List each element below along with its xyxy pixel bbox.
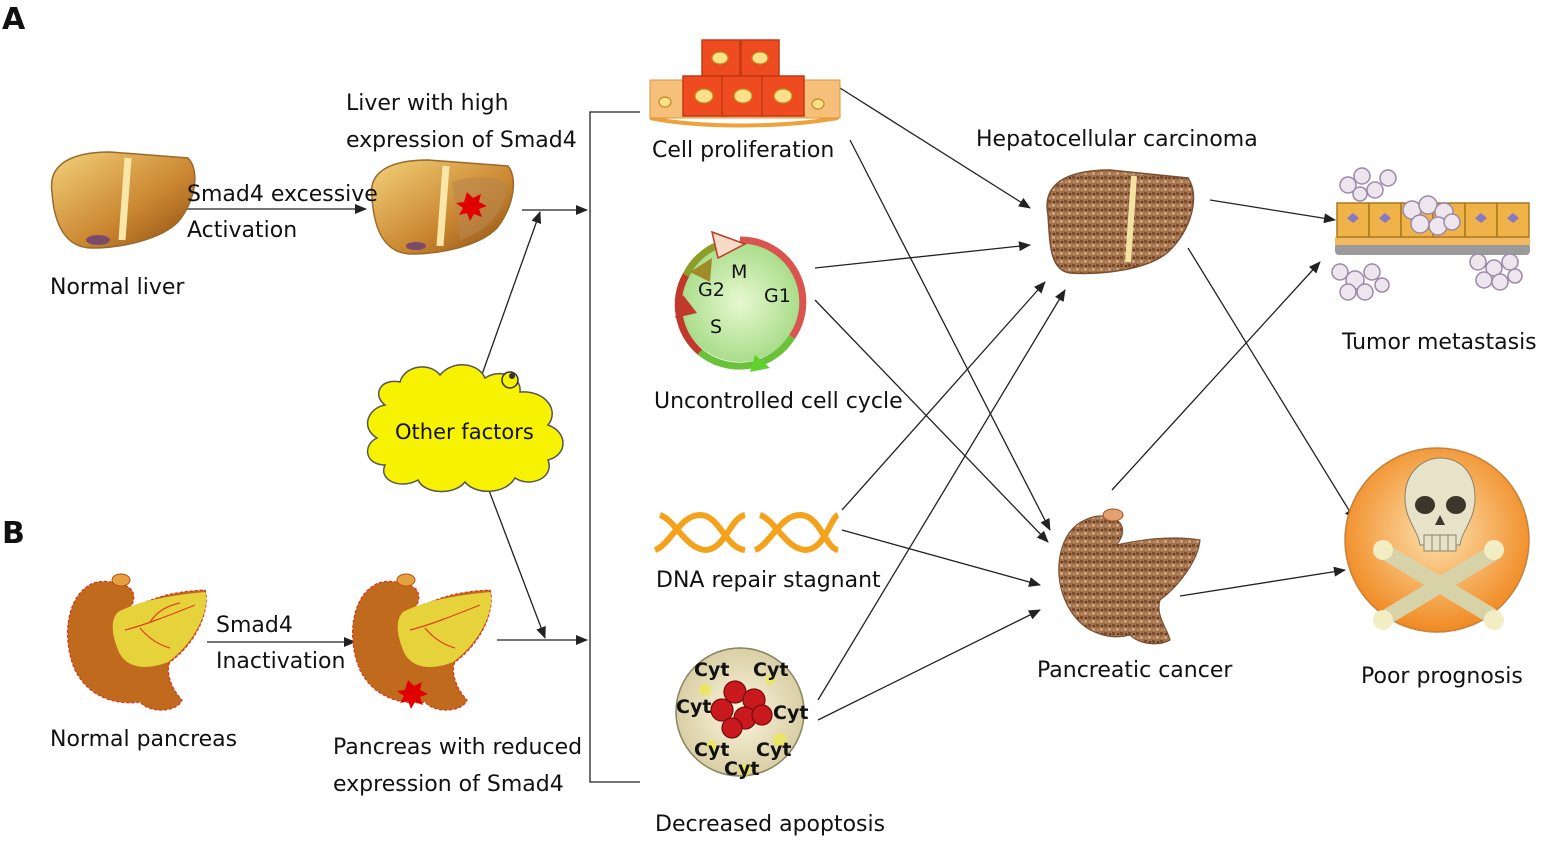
cyt-label: Cyt [773,702,808,724]
cyt-label: Cyt [724,758,759,780]
dna-icon [653,511,840,554]
phase-m: M [731,261,747,283]
cyt-label: Cyt [694,739,729,761]
cell-cycle-icon: M G1 G2 S [674,230,807,372]
hcc-label: Hepatocellular carcinoma [976,127,1258,152]
tumor-metastasis-label: Tumor metastasis [1342,330,1537,355]
cyt-label: Cyt [676,696,711,718]
cell-proliferation-icon [649,39,841,128]
arrow-prolif-panc [849,139,1051,531]
arrow-apo-panc [817,609,1041,721]
arrow-dna-hcc [841,281,1046,511]
lesion-icon [397,680,428,709]
pancreatic-cancer-icon [1058,508,1201,645]
cyt-label: Cyt [753,659,788,681]
cyt-label: Cyt [756,739,791,761]
apoptosis-icon: Cyt Cyt Cyt Cyt Cyt Cyt Cyt [675,647,808,780]
arrow-dna-panc [841,529,1041,587]
skull-icon [1344,447,1530,633]
pancreas-reduced-label-line2: expression of Smad4 [333,772,564,797]
cell-proliferation-label: Cell proliferation [652,138,835,163]
arrow-panc-meta [1111,261,1321,491]
activation-label-line1: Smad4 excessive [187,182,378,207]
arrow-factors-to-liver [479,211,542,381]
arrow-hcc-meta [1209,199,1336,224]
tumor-metastasis-icon [1331,167,1530,301]
dna-repair-label: DNA repair stagnant [656,568,881,593]
liver-high-smad4-icon [370,159,515,255]
panel-label-b: B [2,516,25,551]
cell-cycle-label: Uncontrolled cell cycle [654,389,903,414]
arrow-hcc-prog [1187,247,1356,521]
apoptosis-label: Decreased apoptosis [655,812,886,837]
pancreas-reduced-smad4-icon [352,573,492,711]
arrow-cycle-panc [814,299,1049,543]
arrow-cycle-hcc [814,241,1031,269]
pancreas-reduced-label-line1: Pancreas with reduced [333,735,583,760]
other-factors-label: Other factors [395,420,534,444]
normal-liver-icon [50,151,196,249]
normal-liver-label: Normal liver [50,275,185,300]
pancreatic-cancer-label: Pancreatic cancer [1037,658,1233,683]
liver-high-label-line2: expression of Smad4 [346,128,577,153]
phase-g2: G2 [698,279,725,301]
bracket [589,111,640,783]
normal-pancreas-icon [67,573,207,711]
poor-prognosis-label: Poor prognosis [1361,664,1523,689]
panel-label-a: A [2,2,26,37]
lesion-icon [456,192,487,221]
arrow-apo-hcc [817,289,1066,701]
arrow-factors-to-pancreas [481,471,546,639]
activation-label-line2: Activation [187,218,298,243]
normal-pancreas-label: Normal pancreas [50,727,238,752]
hepatocellular-carcinoma-icon [1046,169,1195,275]
arrow-panc-prog [1179,566,1346,597]
connectors [186,87,1356,783]
inactivation-label-line1: Smad4 [216,613,293,638]
inactivation-label-line2: Inactivation [216,649,346,674]
arrow-prolif-hcc [839,87,1031,209]
phase-s: S [710,316,722,338]
cloud-icon [366,364,564,493]
liver-high-label-line1: Liver with high [346,91,509,116]
cyt-labels: Cyt Cyt Cyt Cyt Cyt Cyt Cyt [676,659,808,780]
cyt-label: Cyt [694,659,729,681]
phase-g1: G1 [764,285,791,307]
